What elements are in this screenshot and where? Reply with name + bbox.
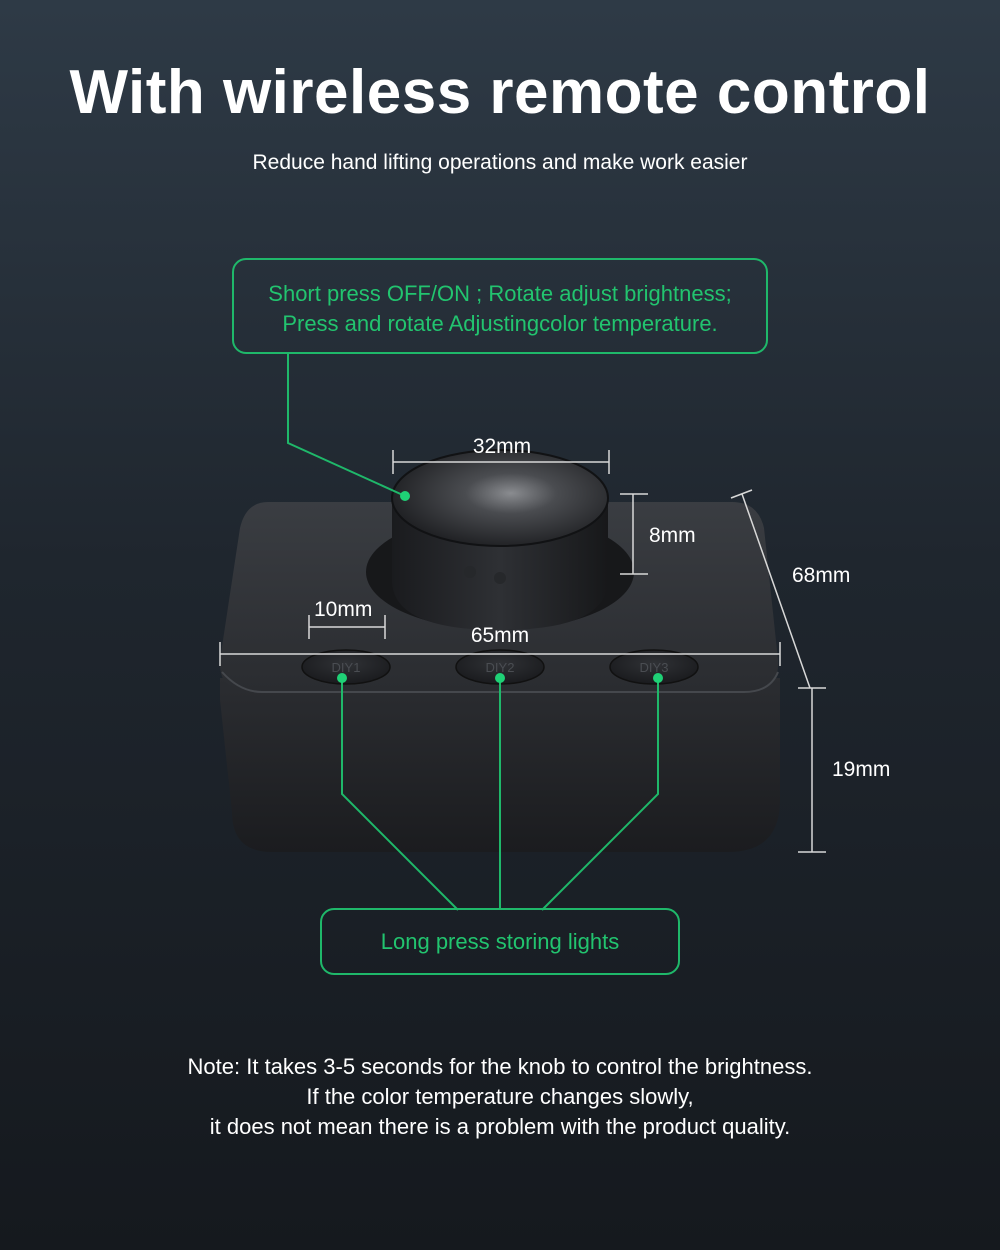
dim-body-height: 19mm (832, 758, 890, 781)
diy1-leader-line (341, 678, 459, 911)
knob-leader-line (287, 353, 406, 497)
dim-knob-diameter: 32mm (473, 435, 531, 458)
diy-button-1[interactable]: DIY1 (301, 649, 391, 685)
dim-knob-height: 8mm (649, 524, 696, 547)
knob-callout-line-1: Short press OFF/ON ; Rotate adjust brigh… (268, 281, 732, 306)
knob-function-callout: Short press OFF/ON ; Rotate adjust brigh… (232, 258, 768, 354)
diy-button-3[interactable]: DIY3 (609, 649, 699, 685)
dim-width: 65mm (471, 624, 529, 647)
note-text: Note: It takes 3-5 seconds for the knob … (0, 1052, 1000, 1142)
diy3-leader-line (541, 678, 659, 911)
buttons-callout-label: Long press storing lights (380, 929, 620, 954)
knob-top (391, 449, 609, 547)
buttons-function-callout: Long press storing lights (320, 908, 680, 975)
knob-callout-line-2: Press and rotate Adjustingcolor temperat… (282, 311, 718, 336)
note-line-3: it does not mean there is a problem with… (209, 1114, 791, 1139)
svg-text:DIY3: DIY3 (640, 660, 669, 675)
svg-text:DIY2: DIY2 (486, 660, 515, 675)
note-line-1: Note: It takes 3-5 seconds for the knob … (187, 1054, 813, 1079)
page-subtitle: Reduce hand lifting operations and make … (252, 151, 748, 174)
note-line-2: If the color temperature changes slowly, (306, 1084, 694, 1109)
svg-text:DIY1: DIY1 (332, 660, 361, 675)
dim-button-diameter: 10mm (314, 598, 372, 621)
dim-depth: 68mm (792, 564, 850, 587)
page-title: With wireless remote control (69, 58, 931, 127)
